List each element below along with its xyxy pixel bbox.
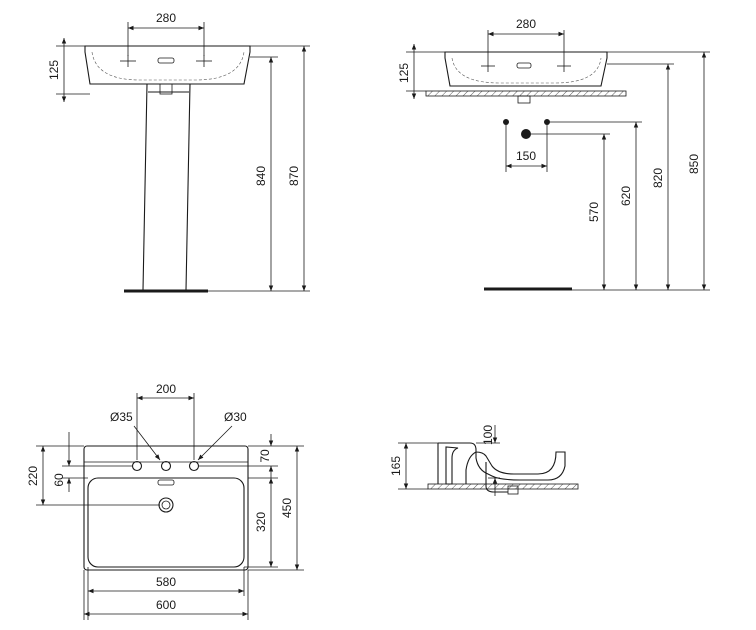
basin-outline	[84, 45, 251, 85]
tap-ledge-section	[445, 446, 459, 485]
dim-rim-height-870: 870	[287, 166, 301, 186]
dim-basin-height: 125	[47, 60, 61, 80]
dim-tap-spacing: 280	[156, 11, 176, 25]
dim-height-570: 570	[587, 202, 601, 222]
dim-rim-height-840: 840	[254, 166, 268, 186]
side-section-view: 100 165	[389, 425, 579, 496]
dim-inner-width-580: 580	[156, 575, 176, 589]
tap-hole-left-2	[481, 60, 495, 72]
dim-waste-offset: 150	[516, 149, 536, 163]
dim-overall-height-165: 165	[389, 456, 403, 476]
tap-hole-right-2	[557, 60, 571, 72]
wall-hung-front-view: 280 125 150 570 620 820 850	[397, 17, 710, 291]
tap-hole-30-right	[188, 460, 200, 472]
dim-hole-diameter-35: Ø35	[110, 410, 133, 424]
dim-bowl-depth-100: 100	[481, 425, 495, 445]
basin-outline-2	[444, 51, 608, 87]
waste-fitting	[507, 485, 519, 495]
dim-tap-ledge-60: 60	[52, 473, 66, 487]
dim-height-850: 850	[687, 154, 701, 174]
waste-outlet-2	[517, 95, 531, 104]
tap-hole-left	[120, 55, 136, 67]
waste-point	[521, 129, 531, 139]
bowl-outline	[87, 477, 245, 568]
dim-tap-spacing-2: 280	[516, 17, 536, 31]
waste-hole-inner	[161, 500, 171, 510]
dim-overall-depth-450: 450	[280, 498, 294, 518]
waste-outlet	[159, 83, 173, 95]
tap-hole-right	[196, 55, 212, 67]
countertop-section	[427, 483, 579, 490]
tap-hole-35-left	[131, 460, 143, 472]
dim-tap-ledge-70: 70	[258, 449, 272, 463]
dim-basin-height-2: 125	[397, 63, 411, 83]
dim-hole-diameter-30: Ø30	[224, 410, 247, 424]
top-view: 200 Ø35 Ø30 220 60 70 320 450	[26, 382, 304, 620]
waste-hole-outer	[158, 497, 174, 513]
dim-overall-width-600: 600	[156, 598, 176, 612]
countertop	[425, 90, 627, 97]
tap-hole-35-center	[160, 460, 172, 472]
dim-depth-220: 220	[26, 466, 40, 486]
dim-height-620: 620	[619, 186, 633, 206]
pedestal-front-view: 280 125 840 870	[47, 11, 310, 293]
basin-section-outline	[437, 442, 566, 484]
waste-trap-section	[485, 462, 508, 493]
overflow-slot-3	[157, 479, 175, 486]
pedestal	[142, 83, 191, 291]
basin-outer-outline	[83, 445, 249, 571]
dim-bowl-depth-320: 320	[254, 512, 268, 532]
dim-height-820: 820	[651, 168, 665, 188]
overflow-slot-2	[516, 62, 532, 69]
dim-hole-spacing: 200	[156, 382, 176, 396]
overflow-slot	[157, 57, 175, 64]
